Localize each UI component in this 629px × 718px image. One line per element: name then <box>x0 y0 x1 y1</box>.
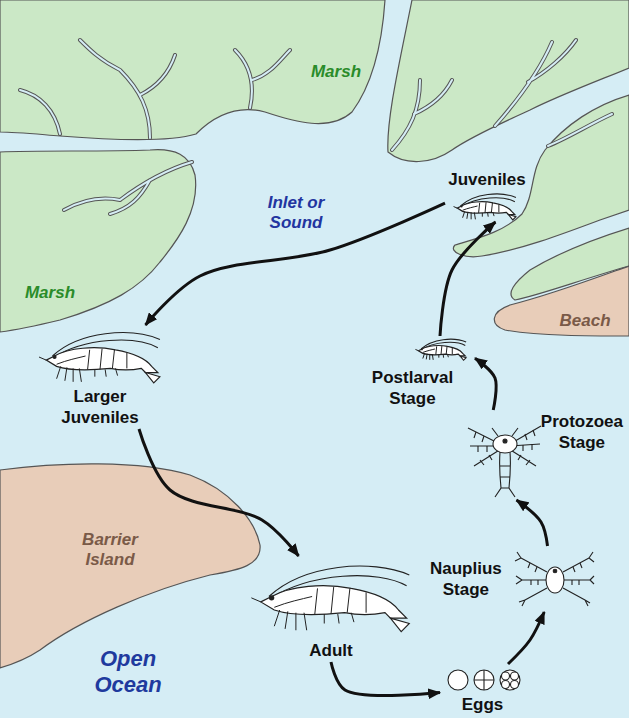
larger-juvenile-shrimp <box>39 333 160 383</box>
protozoea-larva <box>468 426 541 497</box>
life-stage: Eggs <box>440 664 525 716</box>
region-label: Inlet or Sound <box>252 193 340 234</box>
life-stage: Juveniles <box>445 168 529 222</box>
life-stage: Adult <box>250 556 412 662</box>
region-label: Open Ocean <box>94 646 161 699</box>
region-label-holder: Beach <box>559 311 610 331</box>
cycle-arrow <box>440 222 495 336</box>
stage-label: Protozoea Stage <box>541 411 623 454</box>
region-label-holder: Barrier Island <box>82 530 138 571</box>
cycle-arrow <box>139 429 299 556</box>
juvenile-shrimp <box>454 194 516 220</box>
postlarval-shrimp <box>415 339 466 360</box>
region-label: Beach <box>559 311 610 331</box>
cycle-arrow <box>517 500 548 546</box>
sand-land <box>0 266 629 668</box>
stage-label: Eggs <box>462 694 504 715</box>
life-stage: Nauplius Stage <box>428 546 594 612</box>
life-stage: Protozoea Stage <box>470 410 625 500</box>
stage-label: Juveniles <box>448 169 526 190</box>
region-label: Barrier Island <box>82 530 138 571</box>
region-label-holder: Marsh <box>311 62 361 82</box>
marsh-creeks <box>20 40 612 214</box>
life-stage: Postlarval Stage <box>350 336 475 410</box>
shrimp-eggs <box>448 670 520 690</box>
region-label-holder: Inlet or Sound <box>252 193 340 234</box>
cycle-arrow <box>508 612 544 664</box>
stage-label: Postlarval Stage <box>372 367 453 410</box>
region-label: Marsh <box>311 62 361 82</box>
cycle-arrow <box>475 358 496 410</box>
stage-label: Larger Juveniles <box>61 386 138 429</box>
cycle-arrow <box>331 662 440 696</box>
stage-label: Adult <box>309 640 352 661</box>
region-label-holder: Marsh <box>25 283 75 303</box>
life-stage: Larger Juveniles <box>35 325 165 429</box>
stage-label: Nauplius Stage <box>430 558 502 601</box>
region-label-holder: Open Ocean <box>94 646 161 699</box>
nauplius-larva <box>515 552 594 606</box>
marsh-land <box>0 0 629 332</box>
adult-shrimp <box>251 566 409 632</box>
region-label: Marsh <box>25 283 75 303</box>
